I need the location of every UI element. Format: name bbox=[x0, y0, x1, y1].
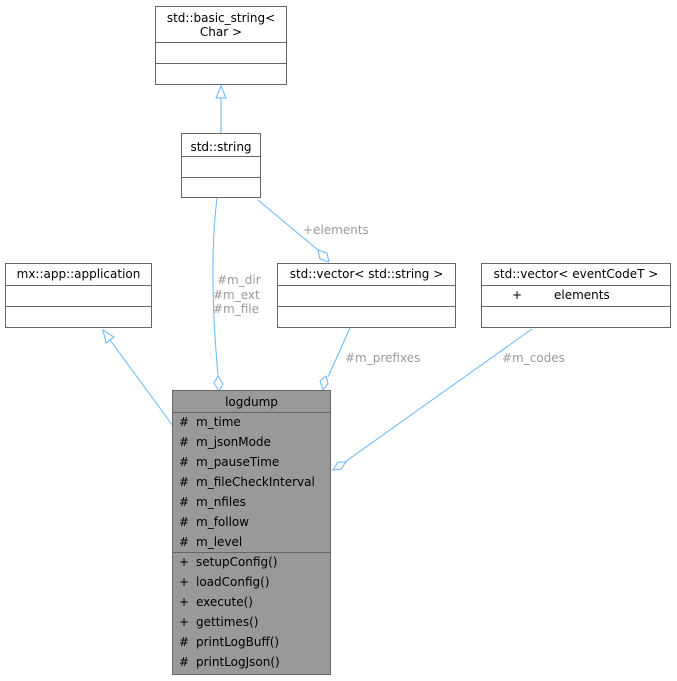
method-visibility: # bbox=[179, 655, 189, 669]
inheritance-arrowhead bbox=[102, 328, 115, 344]
class-vector-string[interactable]: std::vector< std::string > bbox=[277, 263, 456, 328]
aggregation-diamond bbox=[332, 461, 347, 471]
attribute-visibility: + bbox=[512, 288, 522, 302]
edge-label-m-file: #m_file bbox=[213, 302, 259, 316]
attribute-name: m_jsonMode bbox=[196, 435, 271, 449]
edge-logdump-inherits-application bbox=[102, 328, 174, 427]
class-title: std::string bbox=[190, 140, 251, 154]
class-title: std::vector< eventCodeT > bbox=[494, 267, 659, 281]
class-title: std::basic_string< bbox=[167, 11, 275, 25]
method-name: printLogJson() bbox=[196, 655, 280, 669]
attribute-name: m_follow bbox=[196, 515, 249, 529]
method-name: loadConfig() bbox=[196, 575, 270, 589]
aggregation-diamond bbox=[317, 249, 330, 263]
edge-label-elements: +elements bbox=[303, 223, 369, 237]
edge-logdump-m-codes: #m_codes bbox=[332, 328, 565, 471]
edge-logdump-file-members: #m_dir #m_ext #m_file bbox=[212, 197, 261, 392]
edge-label-m-dir: #m_dir bbox=[217, 273, 261, 287]
class-title: std::vector< std::string > bbox=[290, 267, 444, 281]
attribute-name: m_fileCheckInterval bbox=[196, 475, 315, 489]
class-std-string[interactable]: std::string bbox=[181, 133, 261, 198]
attribute-list: # m_time # m_jsonMode # m_pauseTime # m_… bbox=[179, 415, 315, 549]
attribute-visibility: # bbox=[179, 535, 189, 549]
method-name: setupConfig() bbox=[196, 555, 277, 569]
class-logdump[interactable]: logdump # m_time # m_jsonMode # m_pauseT… bbox=[172, 390, 331, 675]
attribute-name: m_pauseTime bbox=[196, 455, 279, 469]
aggregation-diamond bbox=[213, 375, 224, 392]
edge-label-m-codes: #m_codes bbox=[502, 351, 565, 365]
edge-vector-string-elements: +elements bbox=[257, 199, 369, 263]
method-name: execute() bbox=[196, 595, 253, 609]
class-application[interactable]: mx::app::application bbox=[5, 263, 152, 328]
inheritance-arrowhead bbox=[215, 84, 227, 99]
attribute-name: m_nfiles bbox=[196, 495, 246, 509]
edge-label-m-prefixes: #m_prefixes bbox=[345, 351, 420, 365]
class-title-line2: Char > bbox=[200, 25, 242, 39]
method-name: gettimes() bbox=[196, 615, 258, 629]
class-vector-eventcode[interactable]: std::vector< eventCodeT > + elements bbox=[481, 263, 671, 328]
method-visibility: + bbox=[179, 555, 189, 569]
attribute-visibility: # bbox=[179, 515, 189, 529]
method-name: printLogBuff() bbox=[196, 635, 279, 649]
method-visibility: + bbox=[179, 595, 189, 609]
edge-logdump-m-prefixes: #m_prefixes bbox=[319, 327, 420, 392]
attribute-visibility: # bbox=[179, 415, 189, 429]
method-visibility: + bbox=[179, 615, 189, 629]
attribute-name: elements bbox=[554, 288, 610, 302]
method-list: + setupConfig() + loadConfig() + execute… bbox=[179, 555, 280, 669]
attribute-visibility: # bbox=[179, 435, 189, 449]
method-visibility: + bbox=[179, 575, 189, 589]
edge-string-inherits-basic-string bbox=[215, 84, 227, 133]
class-title: logdump bbox=[225, 395, 278, 409]
attribute-visibility: # bbox=[179, 475, 189, 489]
method-visibility: # bbox=[179, 635, 189, 649]
class-basic-string[interactable]: std::basic_string< Char > bbox=[155, 6, 287, 85]
attribute-visibility: # bbox=[179, 455, 189, 469]
attribute-visibility: # bbox=[179, 495, 189, 509]
class-title: mx::app::application bbox=[17, 267, 141, 281]
edge-label-m-ext: #m_ext bbox=[213, 288, 260, 302]
attribute-name: m_level bbox=[196, 535, 242, 549]
aggregation-diamond bbox=[319, 375, 329, 392]
attribute-name: m_time bbox=[196, 415, 241, 429]
